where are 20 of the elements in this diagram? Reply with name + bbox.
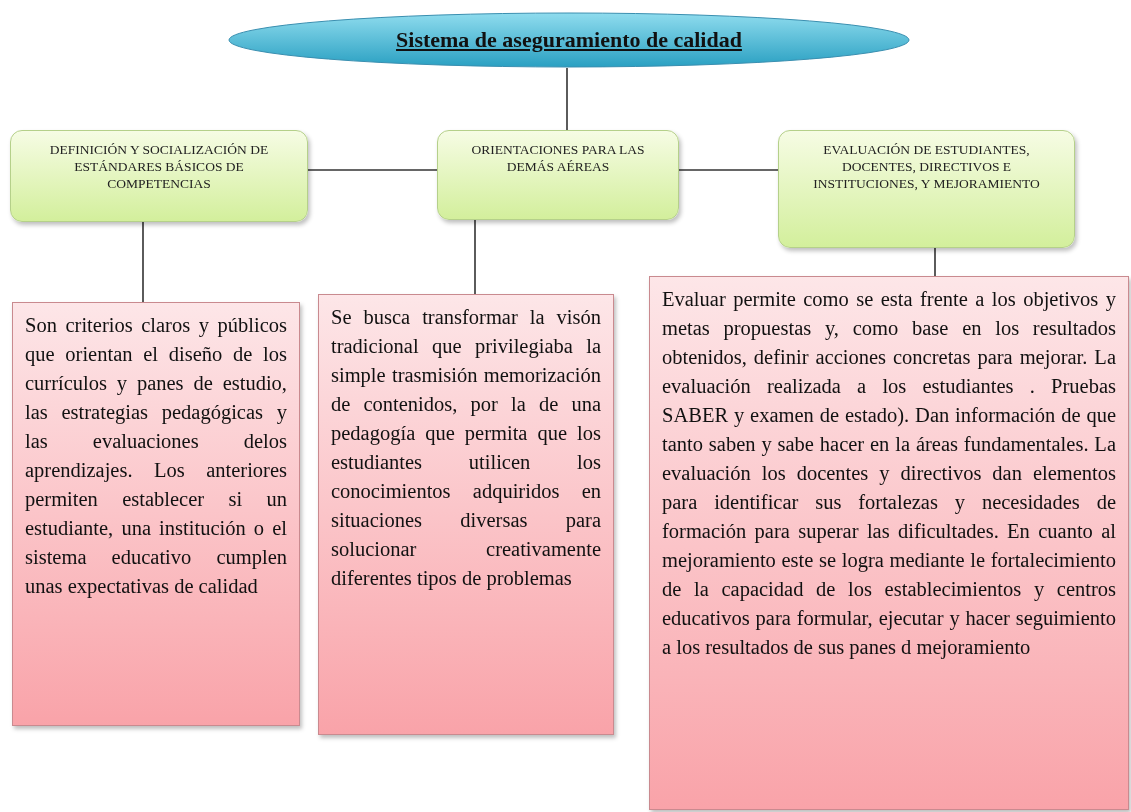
description-text: Se busca transformar la visón tradicional que privilegiaba la simple trasmisión memorización de contenidos, por la de una pedagogía que permita que los estudiantes utilicen los conocimientos adquiridos en situaciones diversas para solucionar creativamente diferentes tipos de problemas — [331, 305, 601, 592]
description-text: Son criterios claros y públicos que orientan el diseño de los currículos y panes de estudio, las estrategias pedagógicas y las evaluaciones delos aprendizajes. Los anteriores permiten establecer si un estudiante, una institución o el sistema educativo cumplen unas expectativas de calidad — [25, 313, 287, 600]
connector-line — [307, 169, 438, 171]
category-text: DEFINICIÓN Y SOCIALIZACIÓN DE ESTÁNDARES BÁSICOS DE COMPETENCIAS — [48, 141, 270, 193]
title-text: Sistema de aseguramiento de calidad — [396, 27, 742, 53]
description-box — [12, 302, 300, 726]
connector-line — [474, 219, 476, 295]
category-box — [437, 130, 679, 220]
category-box — [10, 130, 308, 222]
connector-line — [934, 247, 936, 277]
description-box — [318, 294, 614, 735]
description-text: Evaluar permite como se esta frente a los objetivos y metas propuestas y, como base en los resultados obtenidos, definir acciones concretas para mejorar. La evaluación realizada a los estudiantes . Pruebas SABER y examen de estado). Dan información de que tanto saben y sabe hacer en la áreas fundamentales. La evaluación los docentes y directivos dan elementos para identificar sus fortalezas y necesidades de formación para superar las dificultades. En cuanto al mejoramiento este se logra mediante le fortalecimiento de la capacidad de los establecimientos y centros educativos para formular, ejecutar y hacer seguimiento a los resultados de sus panes d mejoramiento — [662, 287, 1116, 661]
category-text: ORIENTACIONES PARA LAS DEMÁS AÉREAS — [470, 141, 646, 176]
connector-line — [678, 169, 779, 171]
category-box — [778, 130, 1075, 248]
connector-line — [142, 221, 144, 303]
connector-line — [566, 67, 568, 131]
title-ellipse — [228, 12, 910, 68]
category-text: EVALUACIÓN DE ESTUDIANTES, DOCENTES, DIRECTIVOS E INSTITUCIONES, Y MEJORAMIENTO — [812, 141, 1041, 193]
description-box — [649, 276, 1129, 810]
